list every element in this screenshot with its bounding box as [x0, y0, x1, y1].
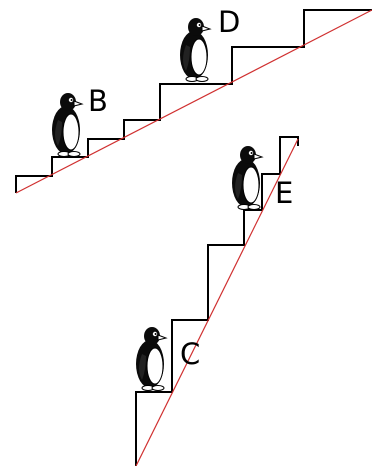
- upper-slope-line: [15, 9, 372, 194]
- penguin-icon: [51, 92, 83, 157]
- upper-staircase: [15, 9, 372, 194]
- penguin-icon: [135, 326, 167, 391]
- lower-stairs-outline: [135, 136, 299, 466]
- lower-slope-line: [135, 138, 299, 466]
- penguin-icon: [231, 145, 263, 210]
- label-e: E: [275, 176, 293, 210]
- label-b: B: [88, 84, 108, 118]
- lower-staircase: [135, 136, 299, 466]
- penguin-icon: [179, 17, 211, 82]
- label-c: C: [180, 337, 200, 371]
- upper-stairs-outline: [15, 9, 372, 193]
- label-d: D: [218, 5, 240, 39]
